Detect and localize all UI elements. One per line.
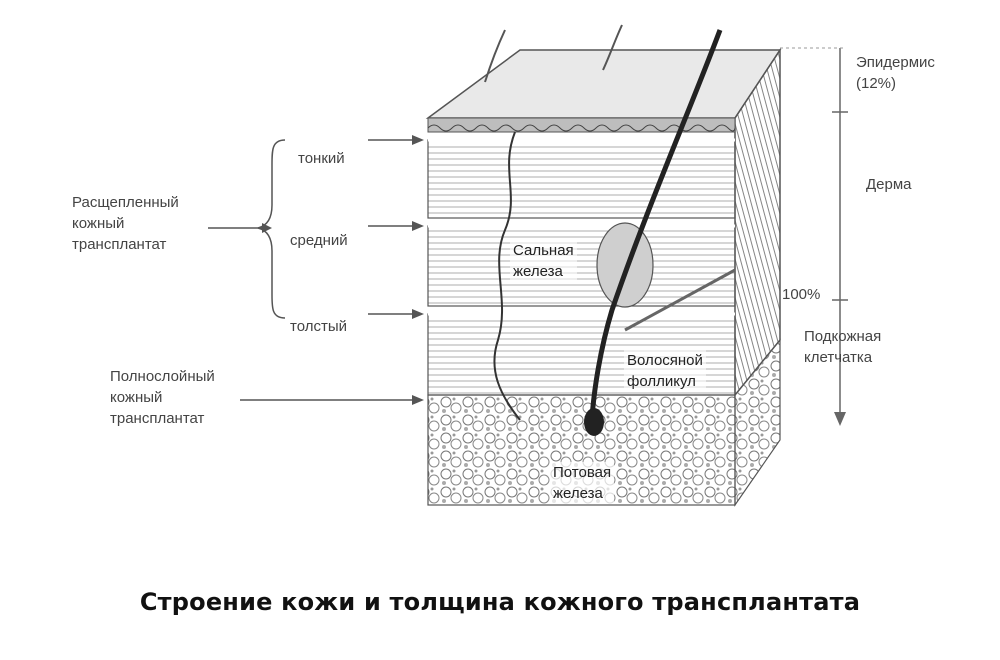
label-subcutis: Подкожная клетчатка	[804, 328, 882, 366]
label-thick: толстый	[290, 318, 347, 335]
graft-brace	[257, 139, 286, 319]
skin-block	[425, 24, 782, 507]
label-sebaceous-gland: Сальная железа	[510, 240, 577, 282]
epidermis-layer	[427, 117, 736, 133]
label-split-graft: Расщепленный кожный трансплантат	[72, 194, 179, 253]
hair-shaft	[589, 29, 723, 419]
sebaceous-gland	[596, 222, 654, 308]
epidermis-wave	[427, 124, 736, 132]
label-percent-100: 100%	[782, 286, 821, 303]
hair-1	[484, 29, 506, 83]
label-dermis: Дерма	[866, 176, 912, 193]
dermis-band-medium	[427, 225, 736, 307]
sweat-duct	[493, 131, 521, 421]
label-full-graft: Полнослойный кожный трансплантат	[110, 368, 215, 427]
label-medium: средний	[290, 232, 348, 249]
label-epidermis: Эпидермис (12%)	[856, 54, 935, 92]
hair-2	[602, 24, 623, 71]
label-thin: тонкий	[298, 150, 345, 167]
graft-arrows	[208, 135, 424, 405]
depth-scale	[780, 47, 848, 426]
dermis-band-thin	[427, 139, 736, 219]
skin-top-face	[425, 49, 782, 119]
label-sweat-gland: Потовая железа	[550, 462, 615, 504]
hair-bulb	[584, 408, 604, 436]
label-hair-follicle: Волосяной фолликул	[624, 350, 706, 392]
figure-caption: Строение кожи и толщина кожного транспла…	[139, 588, 861, 616]
